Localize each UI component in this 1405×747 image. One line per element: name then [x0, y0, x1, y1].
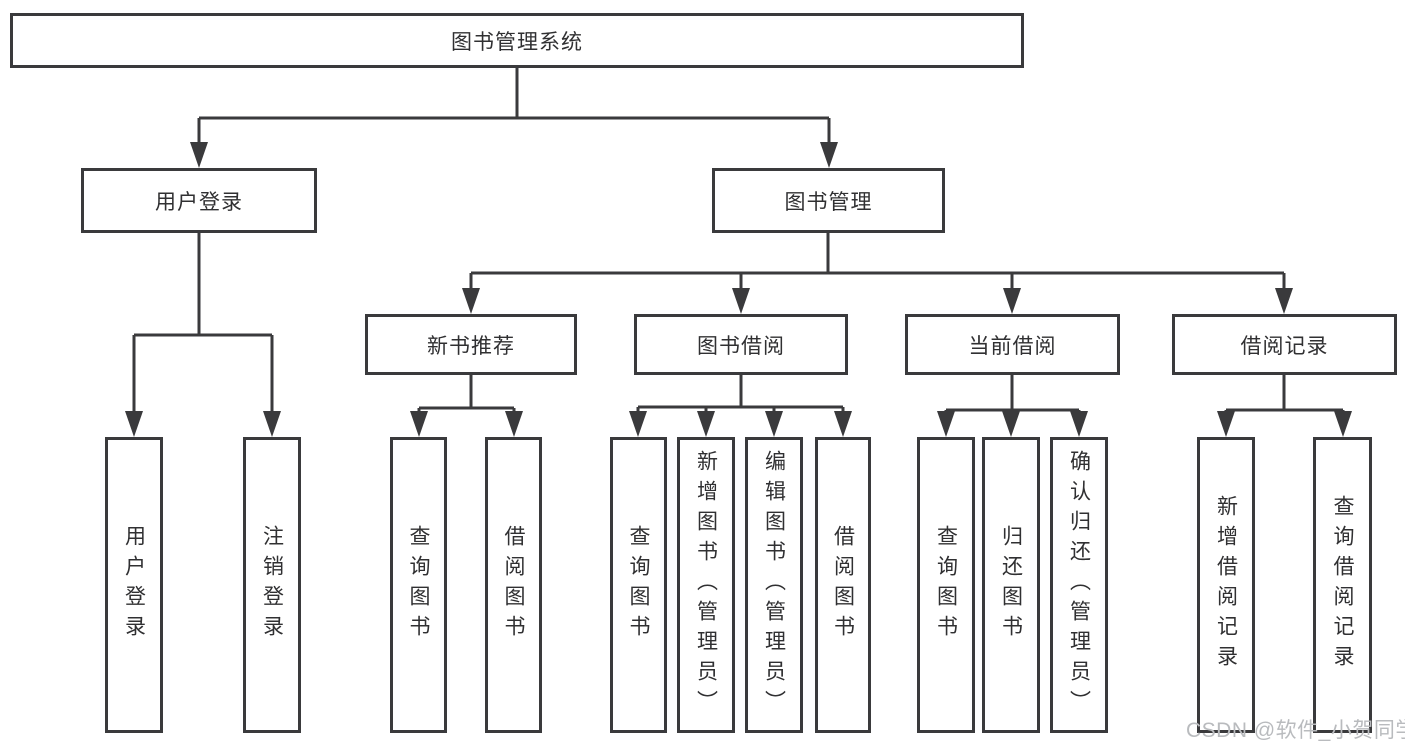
leaf-add-books-admin: 新增图书（管理员） — [677, 437, 735, 733]
leaf-query-books-borrowing: 查询图书 — [610, 437, 667, 733]
leaf-borrow-books-borrowing: 借阅图书 — [815, 437, 871, 733]
leaf-edit-books-admin: 编辑图书（管理员） — [745, 437, 803, 733]
leaf-return-books: 归还图书 — [982, 437, 1040, 733]
watermark: CSDN @软件_小贺同学 — [1186, 719, 1405, 742]
leaf-user-login: 用户登录 — [105, 437, 163, 733]
leaf-query-books-recommend: 查询图书 — [390, 437, 447, 733]
leaf-borrow-books-recommend: 借阅图书 — [485, 437, 542, 733]
leaf-logout-login: 注销登录 — [243, 437, 301, 733]
leaf-add-borrow-record: 新增借阅记录 — [1197, 437, 1255, 733]
node-borrowing-records: 借阅记录 — [1172, 314, 1397, 375]
node-book-borrowing: 图书借阅 — [634, 314, 848, 375]
leaf-query-books-current: 查询图书 — [917, 437, 975, 733]
node-current-borrowing: 当前借阅 — [905, 314, 1120, 375]
node-book-management: 图书管理 — [712, 168, 945, 233]
node-user-login: 用户登录 — [81, 168, 317, 233]
node-library-management-system: 图书管理系统 — [10, 13, 1024, 68]
node-new-book-recommendation: 新书推荐 — [365, 314, 577, 375]
leaf-confirm-return-admin: 确认归还（管理员） — [1050, 437, 1108, 733]
leaf-query-borrow-record: 查询借阅记录 — [1313, 437, 1372, 733]
